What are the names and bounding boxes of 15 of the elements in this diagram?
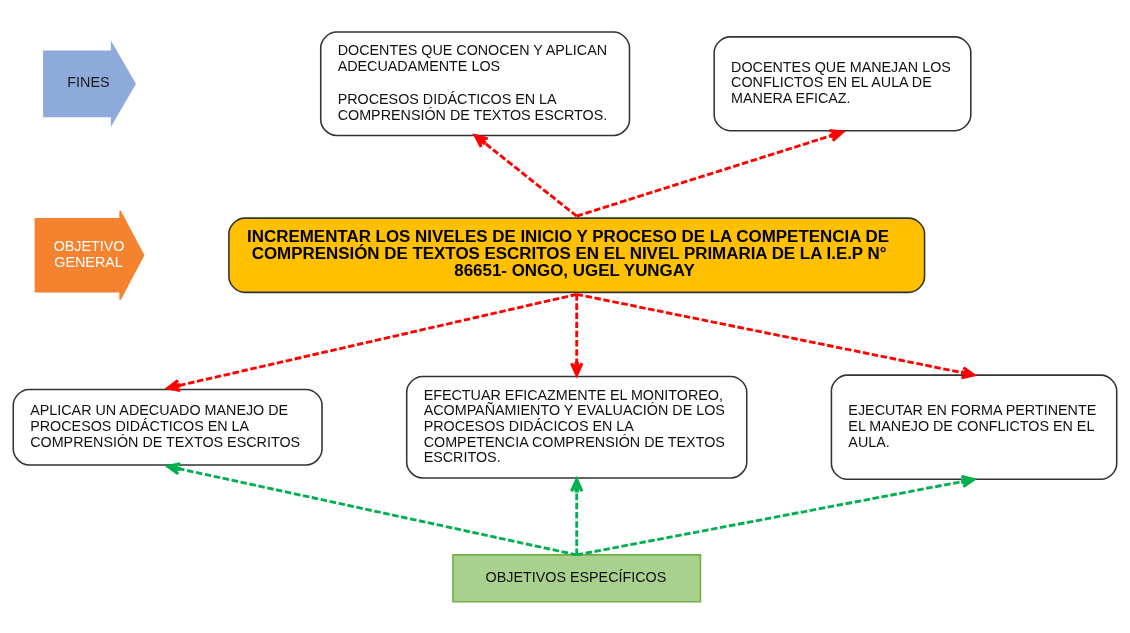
arrow [570, 477, 584, 555]
node-box: EJECUTAR EN FORMA PERTINENTE EL MANEJO DE CONFLICTOS EN EL AULA. [830, 373, 1118, 480]
arrow [166, 292, 578, 392]
arrow [576, 128, 844, 218]
node-box: INCREMENTAR LOS NIVELES DE INICIO Y PROCESO DE LA COMPETENCIA DE COMPRENSIÓN DE TEXTOS ESCRITOS EN EL NIVEL PRIMARIA DE LA I.E.P N° 86651- ONGO, UGEL YUNGAY [228, 216, 926, 293]
arrow [576, 292, 976, 379]
node-box: APLICAR UN ADECUADO MANEJO DE PROCESOS DIDÁCTICOS EN LA COMPRENSIÓN DE TEXTOS ESCRITOS [12, 388, 323, 466]
node-box: DOCENTES QUE MANEJAN LOS CONFLICTOS EN EL AULA DE MANERA EFICAZ. [713, 35, 972, 131]
arrow [576, 474, 976, 556]
arrow [166, 461, 578, 556]
arrow [570, 293, 584, 377]
node-box: OBJETIVOS ESPECÍFICOS [452, 553, 702, 603]
node-box: EFECTUAR EFICAZMENTE EL MONITOREO, ACOMPAÑAMIENTO Y EVALUACIÓN DE LOS PROCESOS DIDÁCICOS EN LA COMPETENCIA COMPRENSIÓN DE TEXTOS ESCRITOS. [405, 375, 748, 479]
node-box: DOCENTES QUE CONOCEN Y APLICAN ADECUADAMENTE LOS PROCESOS DIDÁCTICOS EN LA COMPRENSIÓN DE TEXTOS ESCRTOS. [319, 30, 631, 136]
arrow [473, 133, 578, 217]
